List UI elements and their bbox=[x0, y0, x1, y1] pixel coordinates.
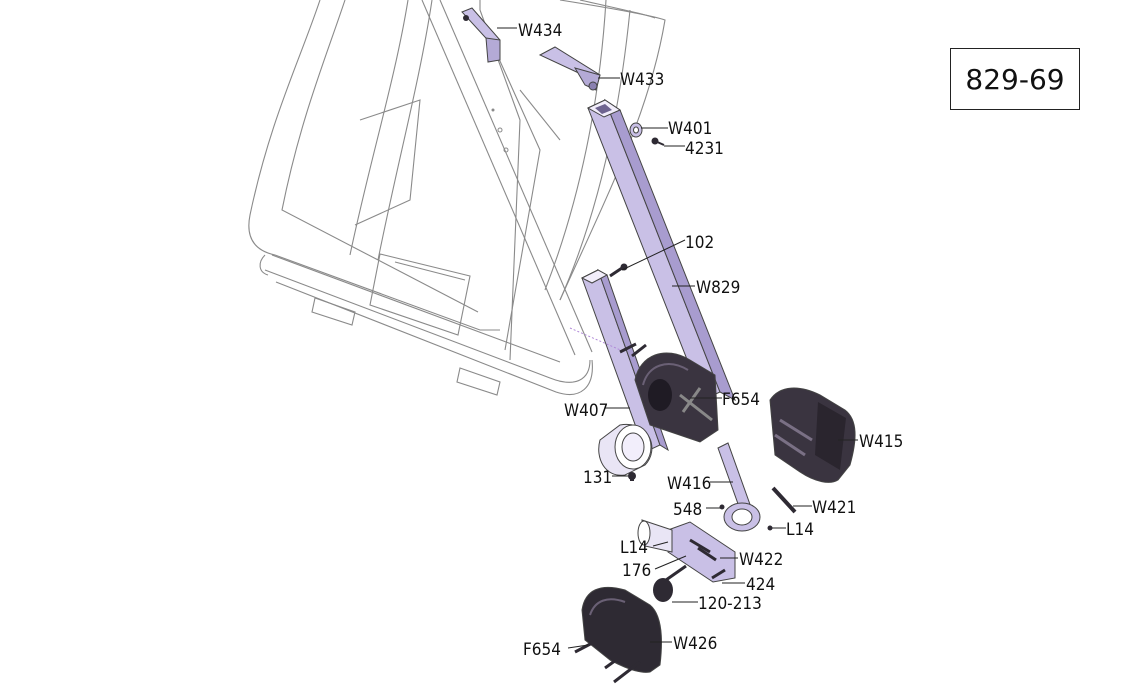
screw-102 bbox=[609, 263, 628, 278]
label-w416: W416 bbox=[667, 474, 711, 494]
label-w407: W407 bbox=[564, 401, 608, 421]
label-w415: W415 bbox=[859, 432, 903, 452]
washer-548 bbox=[719, 504, 725, 510]
housing-upper bbox=[634, 352, 719, 443]
label-w422: W422 bbox=[739, 550, 783, 570]
label-176: 176 bbox=[622, 561, 651, 581]
label-548: 548 bbox=[673, 500, 702, 520]
roller-cylinder bbox=[598, 424, 653, 476]
label-w433: W433 bbox=[620, 70, 664, 90]
washer-l14-right bbox=[767, 525, 773, 531]
label-l14-right: L14 bbox=[786, 520, 814, 540]
spring-w421 bbox=[771, 486, 797, 514]
drawing-number-box: 829-69 bbox=[950, 48, 1080, 110]
washer-w401 bbox=[629, 122, 643, 138]
label-424: 424 bbox=[746, 575, 775, 595]
label-w426: W426 bbox=[673, 634, 717, 654]
knob-120-213 bbox=[653, 564, 687, 602]
screw-131 bbox=[628, 472, 636, 481]
label-l14-left: L14 bbox=[620, 538, 648, 558]
label-w421: W421 bbox=[812, 498, 856, 518]
screw-4231 bbox=[651, 137, 665, 146]
bracket-w434 bbox=[461, 7, 501, 63]
plate-w416 bbox=[717, 442, 761, 532]
label-w401: W401 bbox=[668, 119, 712, 139]
cover-w426 bbox=[574, 586, 662, 684]
label-131: 131 bbox=[583, 468, 612, 488]
label-f654-upper: F654 bbox=[722, 390, 760, 410]
label-w829: W829 bbox=[696, 278, 740, 298]
arm-w829 bbox=[586, 98, 736, 402]
label-120-213: 120-213 bbox=[698, 594, 762, 614]
cover-w415 bbox=[769, 387, 856, 483]
bracket-w433 bbox=[538, 46, 601, 91]
callout-labels: W434 W433 W401 4231 102 W829 F654 W415 W… bbox=[518, 21, 903, 660]
machine-frame-outline bbox=[248, 0, 666, 396]
label-4231: 4231 bbox=[685, 139, 724, 159]
label-102: 102 bbox=[685, 233, 714, 253]
leader-lines bbox=[497, 27, 858, 649]
label-f654-lower: F654 bbox=[523, 640, 561, 660]
label-w434: W434 bbox=[518, 21, 562, 41]
bracket-w422 bbox=[637, 519, 736, 583]
